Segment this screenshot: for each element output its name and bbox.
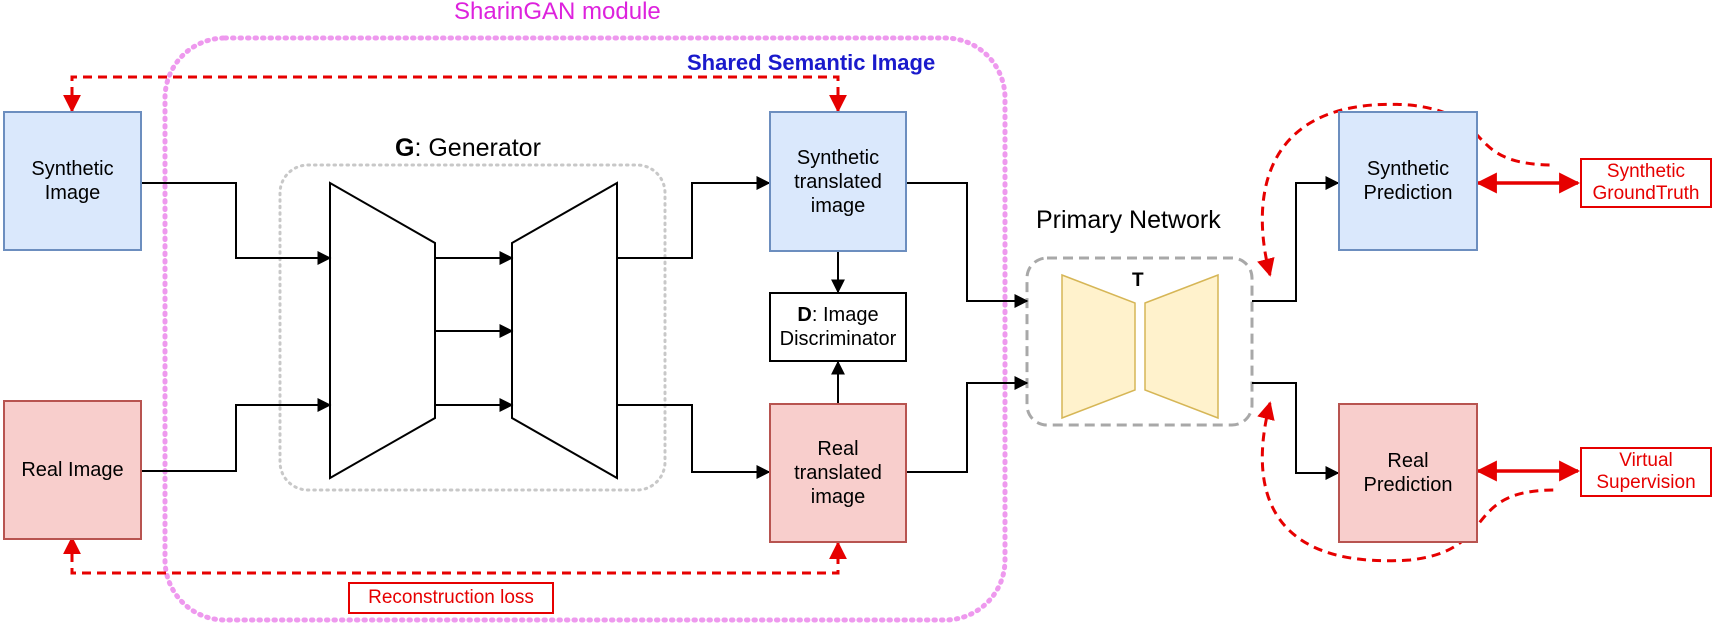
arrow-decoder-to-real-translated xyxy=(617,404,771,479)
arrow-real-translated-to-primary xyxy=(907,376,1029,473)
real-image-box: Real Image xyxy=(3,400,142,540)
synthetic-translated-box: Synthetic translated image xyxy=(769,111,907,252)
generator-title: G: Generator xyxy=(395,134,541,163)
loss-arrows xyxy=(63,75,1556,575)
shared-semantic-arrow xyxy=(63,75,847,113)
arrow-primary-to-real-prediction xyxy=(1252,382,1340,480)
reconstruction-arrow xyxy=(63,536,847,575)
real-supervision-curve xyxy=(1257,401,1556,563)
encoder-shape xyxy=(329,181,436,480)
discriminator-box: D: Image Discriminator xyxy=(769,292,907,362)
flow-arrows xyxy=(142,176,1340,480)
supervision-double-arrows xyxy=(1475,172,1581,482)
discriminator-label: D: Image Discriminator xyxy=(780,303,897,351)
shared-semantic-label: Shared Semantic Image xyxy=(687,50,936,75)
arrow-synthetic-to-encoder xyxy=(142,182,332,265)
module-title: SharinGAN module xyxy=(454,0,661,25)
generator-container xyxy=(278,163,667,492)
arrow-synthetic-translated-to-primary xyxy=(907,182,1029,308)
arrow-decoder-to-synthetic-translated xyxy=(617,176,771,259)
synthetic-groundtruth-box: Synthetic GroundTruth xyxy=(1580,158,1712,208)
virtual-supervision-box: Virtual Supervision xyxy=(1580,447,1712,497)
primary-encoder-shape xyxy=(1061,273,1136,420)
discriminator-bold: D xyxy=(797,304,812,326)
arrow-real-to-encoder xyxy=(142,398,332,472)
generator-title-rest: : Generator xyxy=(414,134,541,162)
primary-network-t-label: T xyxy=(1132,270,1144,291)
primary-network-container xyxy=(1025,256,1254,427)
synthetic-prediction-box: Synthetic Prediction xyxy=(1338,111,1478,251)
arrow-primary-to-synthetic-prediction xyxy=(1252,176,1340,302)
primary-decoder-shape xyxy=(1144,273,1219,420)
generator-title-bold: G xyxy=(395,134,415,162)
decoder-shape xyxy=(511,181,618,480)
real-prediction-box: Real Prediction xyxy=(1338,403,1478,543)
reconstruction-loss-box: Reconstruction loss xyxy=(348,582,554,614)
synthetic-supervision-curve xyxy=(1257,102,1556,277)
sharingan-module-container xyxy=(162,35,1008,623)
synthetic-image-box: Synthetic Image xyxy=(3,111,142,251)
primary-network-title: Primary Network xyxy=(1036,206,1221,234)
real-translated-box: Real translated image xyxy=(769,403,907,543)
discriminator-rest: : Image Discriminator xyxy=(779,304,897,350)
